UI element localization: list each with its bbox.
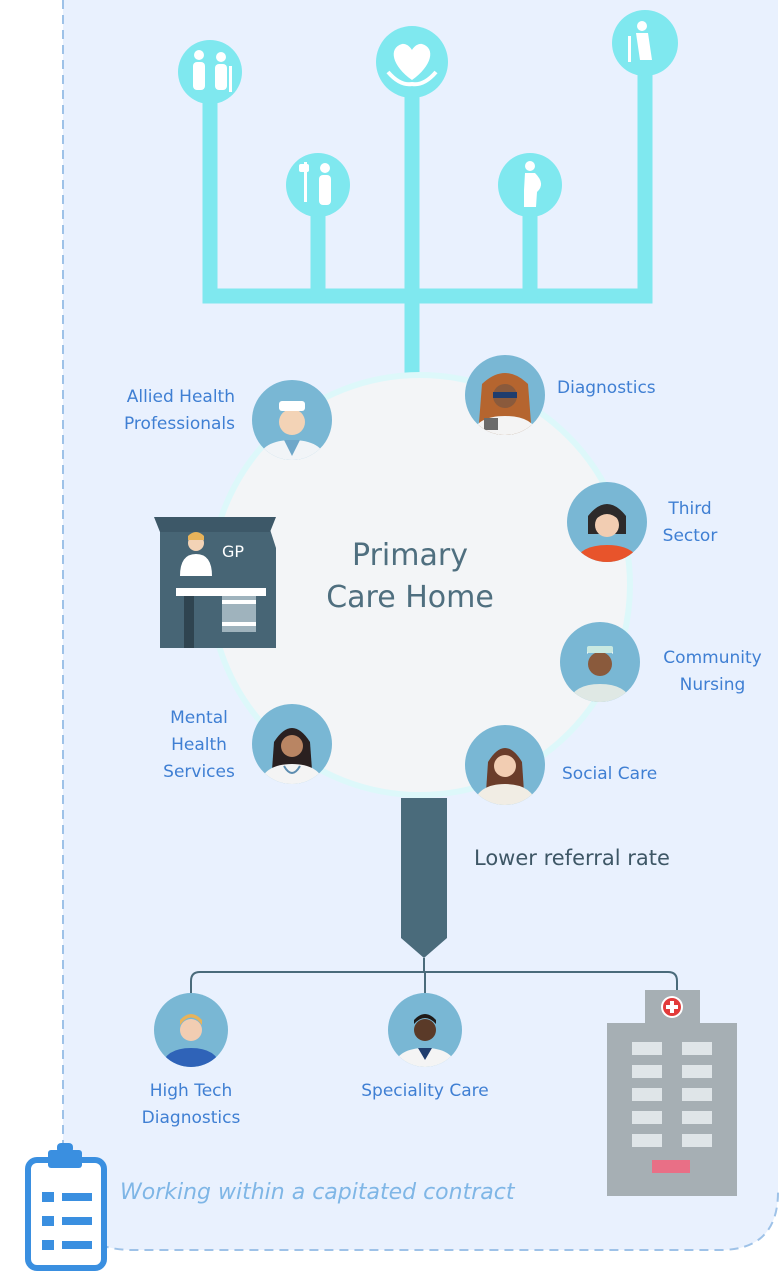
allied-health-label: Allied Health Professionals (90, 384, 235, 438)
specialist-avatar-icon (388, 993, 462, 1067)
heart-hands-icon (376, 26, 448, 98)
hospital-icon (607, 990, 737, 1196)
mental-line-1: Mental (170, 708, 228, 728)
doctor-avatar-icon (252, 380, 332, 460)
diagnostics-label: Diagnostics (557, 378, 656, 398)
gp-sign-text: GP (222, 542, 244, 561)
social-care-avatar-icon (465, 725, 545, 805)
high-tech-avatar-icon (154, 993, 228, 1067)
community-line-2: Nursing (679, 675, 746, 695)
primary-care-home-title: Primary Care Home (300, 535, 520, 619)
gp-surgery-icon (154, 517, 276, 648)
social-care-label: Social Care (562, 764, 658, 784)
community-nursing-label: Community Nursing (650, 645, 775, 699)
title-line-2: Care Home (326, 580, 494, 615)
mental-line-2: Health (171, 735, 227, 755)
elderly-walker-icon (612, 10, 678, 76)
third-sector-avatar-icon (567, 482, 647, 562)
diagnostician-avatar-icon (465, 355, 545, 435)
elderly-couple-icon (178, 40, 242, 104)
iv-drip-patient-icon (286, 153, 350, 217)
referral-funnel (190, 798, 678, 1000)
community-line-1: Community (663, 648, 762, 668)
referral-rate-label: Lower referral rate (474, 846, 670, 870)
pregnant-woman-icon (498, 153, 562, 217)
capitated-contract-caption: Working within a capitated contract (120, 1180, 515, 1205)
mental-line-3: Services (163, 762, 235, 782)
allied-line-2: Professionals (123, 414, 235, 434)
mental-health-label: Mental Health Services (150, 705, 248, 786)
third-sector-label: Third Sector (650, 496, 730, 550)
title-line-1: Primary (352, 538, 468, 573)
third-line-2: Sector (662, 526, 718, 546)
high-tech-diagnostics-label: High Tech Diagnostics (125, 1078, 257, 1132)
nurse-avatar-icon (560, 622, 640, 702)
clipboard-checklist-icon (25, 1143, 107, 1271)
third-line-1: Third (668, 499, 712, 519)
speciality-care-label: Speciality Care (361, 1081, 489, 1101)
mental-health-avatar-icon (252, 704, 332, 784)
allied-line-1: Allied Health (126, 387, 235, 407)
hightech-line-2: Diagnostics (141, 1108, 241, 1128)
hightech-line-1: High Tech (149, 1081, 233, 1101)
